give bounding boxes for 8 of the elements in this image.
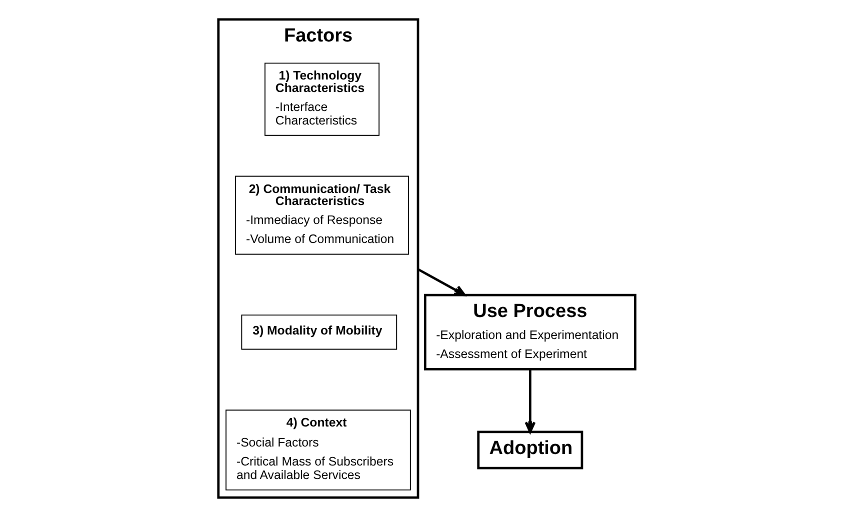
node-box: 1) Technology Characteristics -Interface Characteristics	[264, 62, 380, 136]
node-box: 3) Modality of Mobility	[240, 314, 397, 350]
node-box: Use Process -Exploration and Experimentation -Assessment of Experiment	[423, 294, 636, 370]
node-box: 2) Communication/ Task Characteristics -Immediacy of Response -Volume of Communication	[234, 176, 408, 255]
node-box: Adoption	[476, 430, 583, 470]
arrow	[524, 370, 536, 434]
arrow	[416, 268, 466, 296]
node-box: 4) Context -Social Factors -Critical Mass of Subscribers and Available Services	[225, 410, 410, 490]
